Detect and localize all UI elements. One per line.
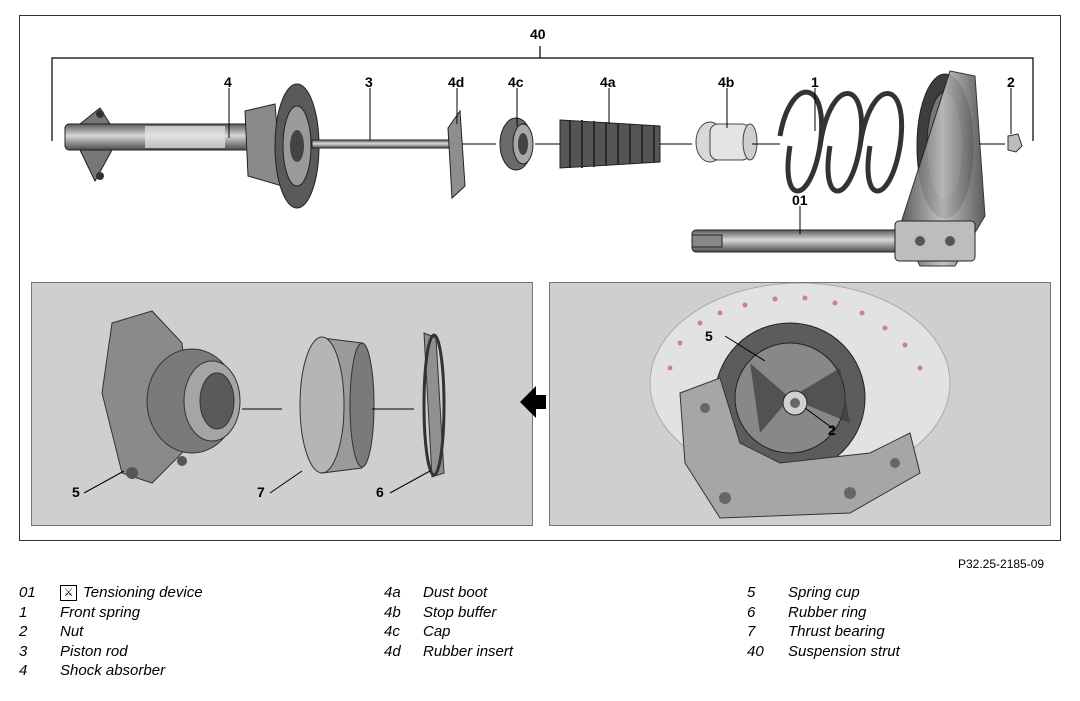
callout-piston-rod: 3 (365, 74, 373, 90)
legend-item: 5 Spring cup (747, 583, 900, 603)
special-tool-icon: ⚔ (60, 585, 77, 601)
callout-front-spring: 1 (811, 74, 819, 90)
spring-cup-drawing (101, 310, 241, 484)
bearing-assembly-drawing (83, 310, 446, 494)
legend-code: 7 (747, 623, 756, 640)
callout-nut-right: 2 (828, 422, 836, 438)
legend-column-2: 4a Dust boot 4b Stop buffer 4c Cap 4d Rubber… (384, 583, 513, 661)
legend-label: Spring cup (788, 584, 860, 601)
legend-code: 4 (19, 662, 28, 679)
legend-item: 1 Front spring (19, 603, 203, 623)
legend-label: Nut (60, 623, 84, 640)
legend-code: 40 (747, 642, 764, 660)
nut-drawing (1007, 133, 1023, 153)
legend-label: Front spring (60, 603, 141, 621)
legend-item: 3 Piston rod (19, 642, 203, 662)
legend-column-3: 5 Spring cup 6 Rubber ring 7 Thrust bearing… (747, 583, 900, 661)
callout-stop-buffer: 4b (718, 74, 735, 90)
piston-rod-drawing (311, 139, 453, 149)
legend-label: Cap (423, 623, 451, 640)
legend-item: 2 Nut (19, 622, 203, 642)
thrust-bearing-drawing (299, 336, 375, 474)
left-arrow-icon (520, 386, 546, 418)
legend-label: Piston rod (60, 642, 128, 660)
legend-label: Rubber ring (788, 603, 867, 621)
tensioning-device-drawing (691, 70, 986, 267)
legend-item: 01 ⚔ Tensioning device (19, 583, 203, 603)
callout-thrust-bearing: 7 (257, 484, 265, 500)
legend-item: 4c Cap (384, 622, 513, 642)
strut-exploded-drawing (51, 46, 1034, 267)
callout-suspension-strut: 40 (530, 26, 546, 42)
legend-label: Suspension strut (788, 642, 900, 660)
legend-code: 1 (19, 603, 28, 621)
legend-item: 4a Dust boot (384, 583, 513, 603)
legend-code: 2 (19, 623, 28, 640)
legend-label: Stop buffer (423, 603, 497, 621)
callout-spring-cup-left: 5 (72, 484, 80, 500)
legend-item: 4b Stop buffer (384, 603, 513, 623)
legend-item: 7 Thrust bearing (747, 622, 900, 642)
legend-code: 4d (384, 642, 401, 660)
legend-item: 4 Shock absorber (19, 661, 203, 681)
callout-dust-boot: 4a (600, 74, 616, 90)
front-spring-drawing (777, 89, 904, 194)
dust-boot-drawing (559, 119, 661, 169)
legend-code: 6 (747, 603, 756, 621)
legend-code: 3 (19, 642, 28, 660)
legend-item: 40 Suspension strut (747, 642, 900, 662)
callout-rubber-insert: 4d (448, 74, 465, 90)
legend-code: 4b (384, 603, 401, 621)
legend-code: 01 (19, 584, 36, 601)
legend-label: Tensioning device (83, 584, 203, 601)
suspension-strut-bracket (51, 57, 1034, 141)
callout-cap: 4c (508, 74, 524, 90)
cap-drawing (499, 117, 534, 171)
tensioning-device-panel: 5 2 (549, 282, 1051, 526)
legend-code: 5 (747, 584, 756, 601)
tensioning-device-closeup (649, 283, 951, 519)
legend-item: 4d Rubber insert (384, 642, 513, 662)
legend-label: Rubber insert (423, 642, 514, 660)
legend-code: 4a (384, 584, 401, 601)
legend-label: Thrust bearing (788, 623, 885, 640)
legend-code: 4c (384, 623, 400, 640)
callout-shock-absorber: 4 (224, 74, 232, 90)
shock-absorber-drawing (64, 83, 320, 209)
callout-rubber-ring: 6 (376, 484, 384, 500)
legend-item: 6 Rubber ring (747, 603, 900, 623)
callout-spring-cup-right: 5 (705, 328, 713, 344)
stop-buffer-drawing (695, 121, 758, 163)
exploded-view-figure: 40 4 3 4d 4c 4a 4b 1 2 01 (19, 15, 1061, 541)
figure-reference: P32.25-2185-09 (958, 557, 1045, 571)
callout-nut: 2 (1007, 74, 1015, 90)
bearing-assembly-panel: 5 7 6 (31, 282, 533, 526)
rubber-insert-drawing (447, 109, 466, 200)
legend-label: Dust boot (423, 584, 488, 601)
legend-label: Shock absorber (60, 662, 166, 679)
rubber-ring-drawing (422, 332, 446, 478)
callout-tensioning-device: 01 (792, 192, 808, 208)
